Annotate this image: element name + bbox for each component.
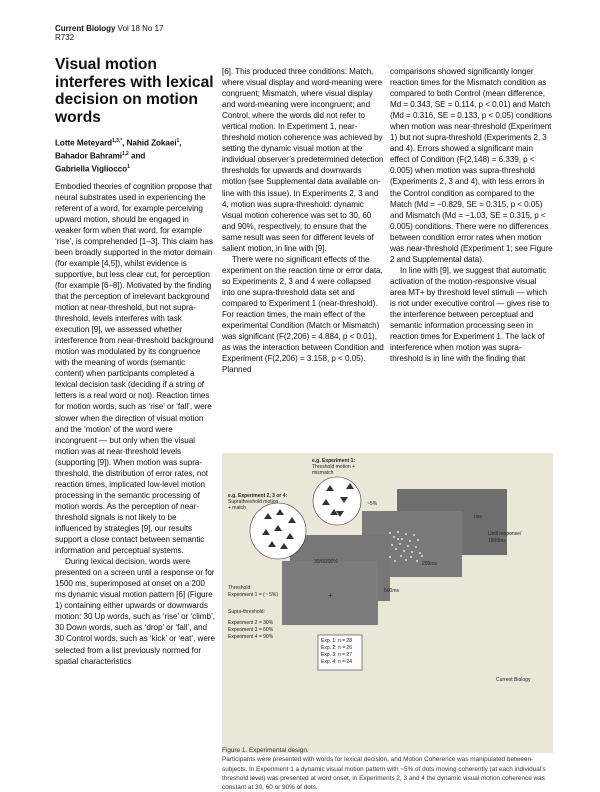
column-3: comparisons showed significantly longer … xyxy=(390,66,553,364)
running-header: Current Biology Vol 18 No 17 R732 xyxy=(55,24,164,42)
figure-caption-body: Participants were presented with words f… xyxy=(222,756,546,792)
supra-exp4: Experiment 4 = 90% xyxy=(228,634,274,640)
journal-name: Current Biology xyxy=(55,24,116,33)
fixation-cross-icon: + xyxy=(328,591,333,600)
participant-count-box xyxy=(317,634,363,671)
article-title: Visual motion interferes with lexical de… xyxy=(55,56,214,126)
author-affiliation: 1 xyxy=(176,138,180,145)
threshold-exp1: Experiment 1 = (~ 5%) xyxy=(228,592,278,598)
body-paragraph: comparisons showed significantly longer … xyxy=(390,67,553,264)
label-exp1-sub1: Threshold motion + xyxy=(312,464,355,470)
body-paragraph: There were no significant effects of the… xyxy=(222,254,384,375)
stimulus-word: rise xyxy=(474,514,482,520)
n-exp4: Exp. 4: n = 24 xyxy=(321,659,352,665)
author-affiliation: 1,2 xyxy=(121,151,129,158)
supra-exp3: Experiment 3 = 60% xyxy=(228,627,274,633)
screen-fixation-panel xyxy=(282,561,378,625)
n-exp3: Exp. 3: n = 27 xyxy=(321,652,352,658)
column-1: Visual motion interferes with lexical de… xyxy=(55,56,215,667)
page-number: R732 xyxy=(55,33,75,42)
author-list: Lotte Meteyard1,3,*, Nahid Zokaei1, Baha… xyxy=(55,138,182,174)
coherence-threshold-value: ~5% xyxy=(367,501,378,507)
author-name: Bahador Bahrami xyxy=(55,151,122,161)
n-exp1: Exp. 1: n = 28 xyxy=(321,638,352,644)
coherence-supra-values: 30/60/90% xyxy=(314,559,338,565)
duration-500ms: 500ms xyxy=(384,588,400,594)
duration-1500ms: 1500ms xyxy=(488,538,506,544)
motion-dot-field xyxy=(389,531,423,562)
body-paragraph: During lexical decision, words were pres… xyxy=(55,557,215,666)
label-exp234-sub2: + match xyxy=(228,505,246,511)
author-affiliation: 1 xyxy=(127,163,130,170)
author-name: Gabriella Vigliocco xyxy=(55,164,128,174)
body-paragraph: [6]. This produced three conditions: Mat… xyxy=(222,67,384,253)
body-paragraph: In line with [9], we suggest that automa… xyxy=(390,265,550,364)
column-2: [6]. This produced three conditions: Mat… xyxy=(222,66,384,375)
threshold-motion-arrows xyxy=(322,483,354,517)
duration-200ms: 200ms xyxy=(422,561,438,567)
author-name: Nahid Zokaei xyxy=(126,139,177,149)
figure-caption-title: Figure 1. Experimental design. xyxy=(222,747,309,754)
figure-caption: Figure 1. Experimental design. Participa… xyxy=(222,746,553,792)
figure-1-panel: rise Until response/ 1500ms 200ms 500ms … xyxy=(222,453,553,753)
threshold-motion-circle xyxy=(312,476,362,526)
experimental-design-diagram: rise Until response/ 1500ms 200ms 500ms … xyxy=(228,458,531,683)
supra-title: Supra-threshold: xyxy=(228,609,265,615)
journal-volume: Vol 18 No 17 xyxy=(115,24,164,33)
figure-credit: Current Biology xyxy=(496,677,531,683)
author-name: Lotte Meteyard xyxy=(55,139,113,149)
label-exp1-sub2: mismatch xyxy=(312,470,334,476)
threshold-title: Threshold: xyxy=(228,585,252,591)
label-exp234: e.g. Experiment 2, 3 or 4: xyxy=(228,493,288,499)
label-exp1: e.g. Experiment 1: xyxy=(312,458,355,464)
author-affiliation: 1,3,* xyxy=(112,138,123,145)
label-exp234-sub1: Suprathreshold motion xyxy=(228,499,279,505)
supra-exp2: Experiment 2 = 30% xyxy=(228,620,274,626)
n-exp2: Exp. 2: n = 26 xyxy=(321,645,352,651)
suprathreshold-motion-arrows xyxy=(262,509,296,549)
body-paragraph: Embodied theories of cognition propose t… xyxy=(55,181,214,556)
duration-until-response: Until response/ xyxy=(488,531,522,537)
